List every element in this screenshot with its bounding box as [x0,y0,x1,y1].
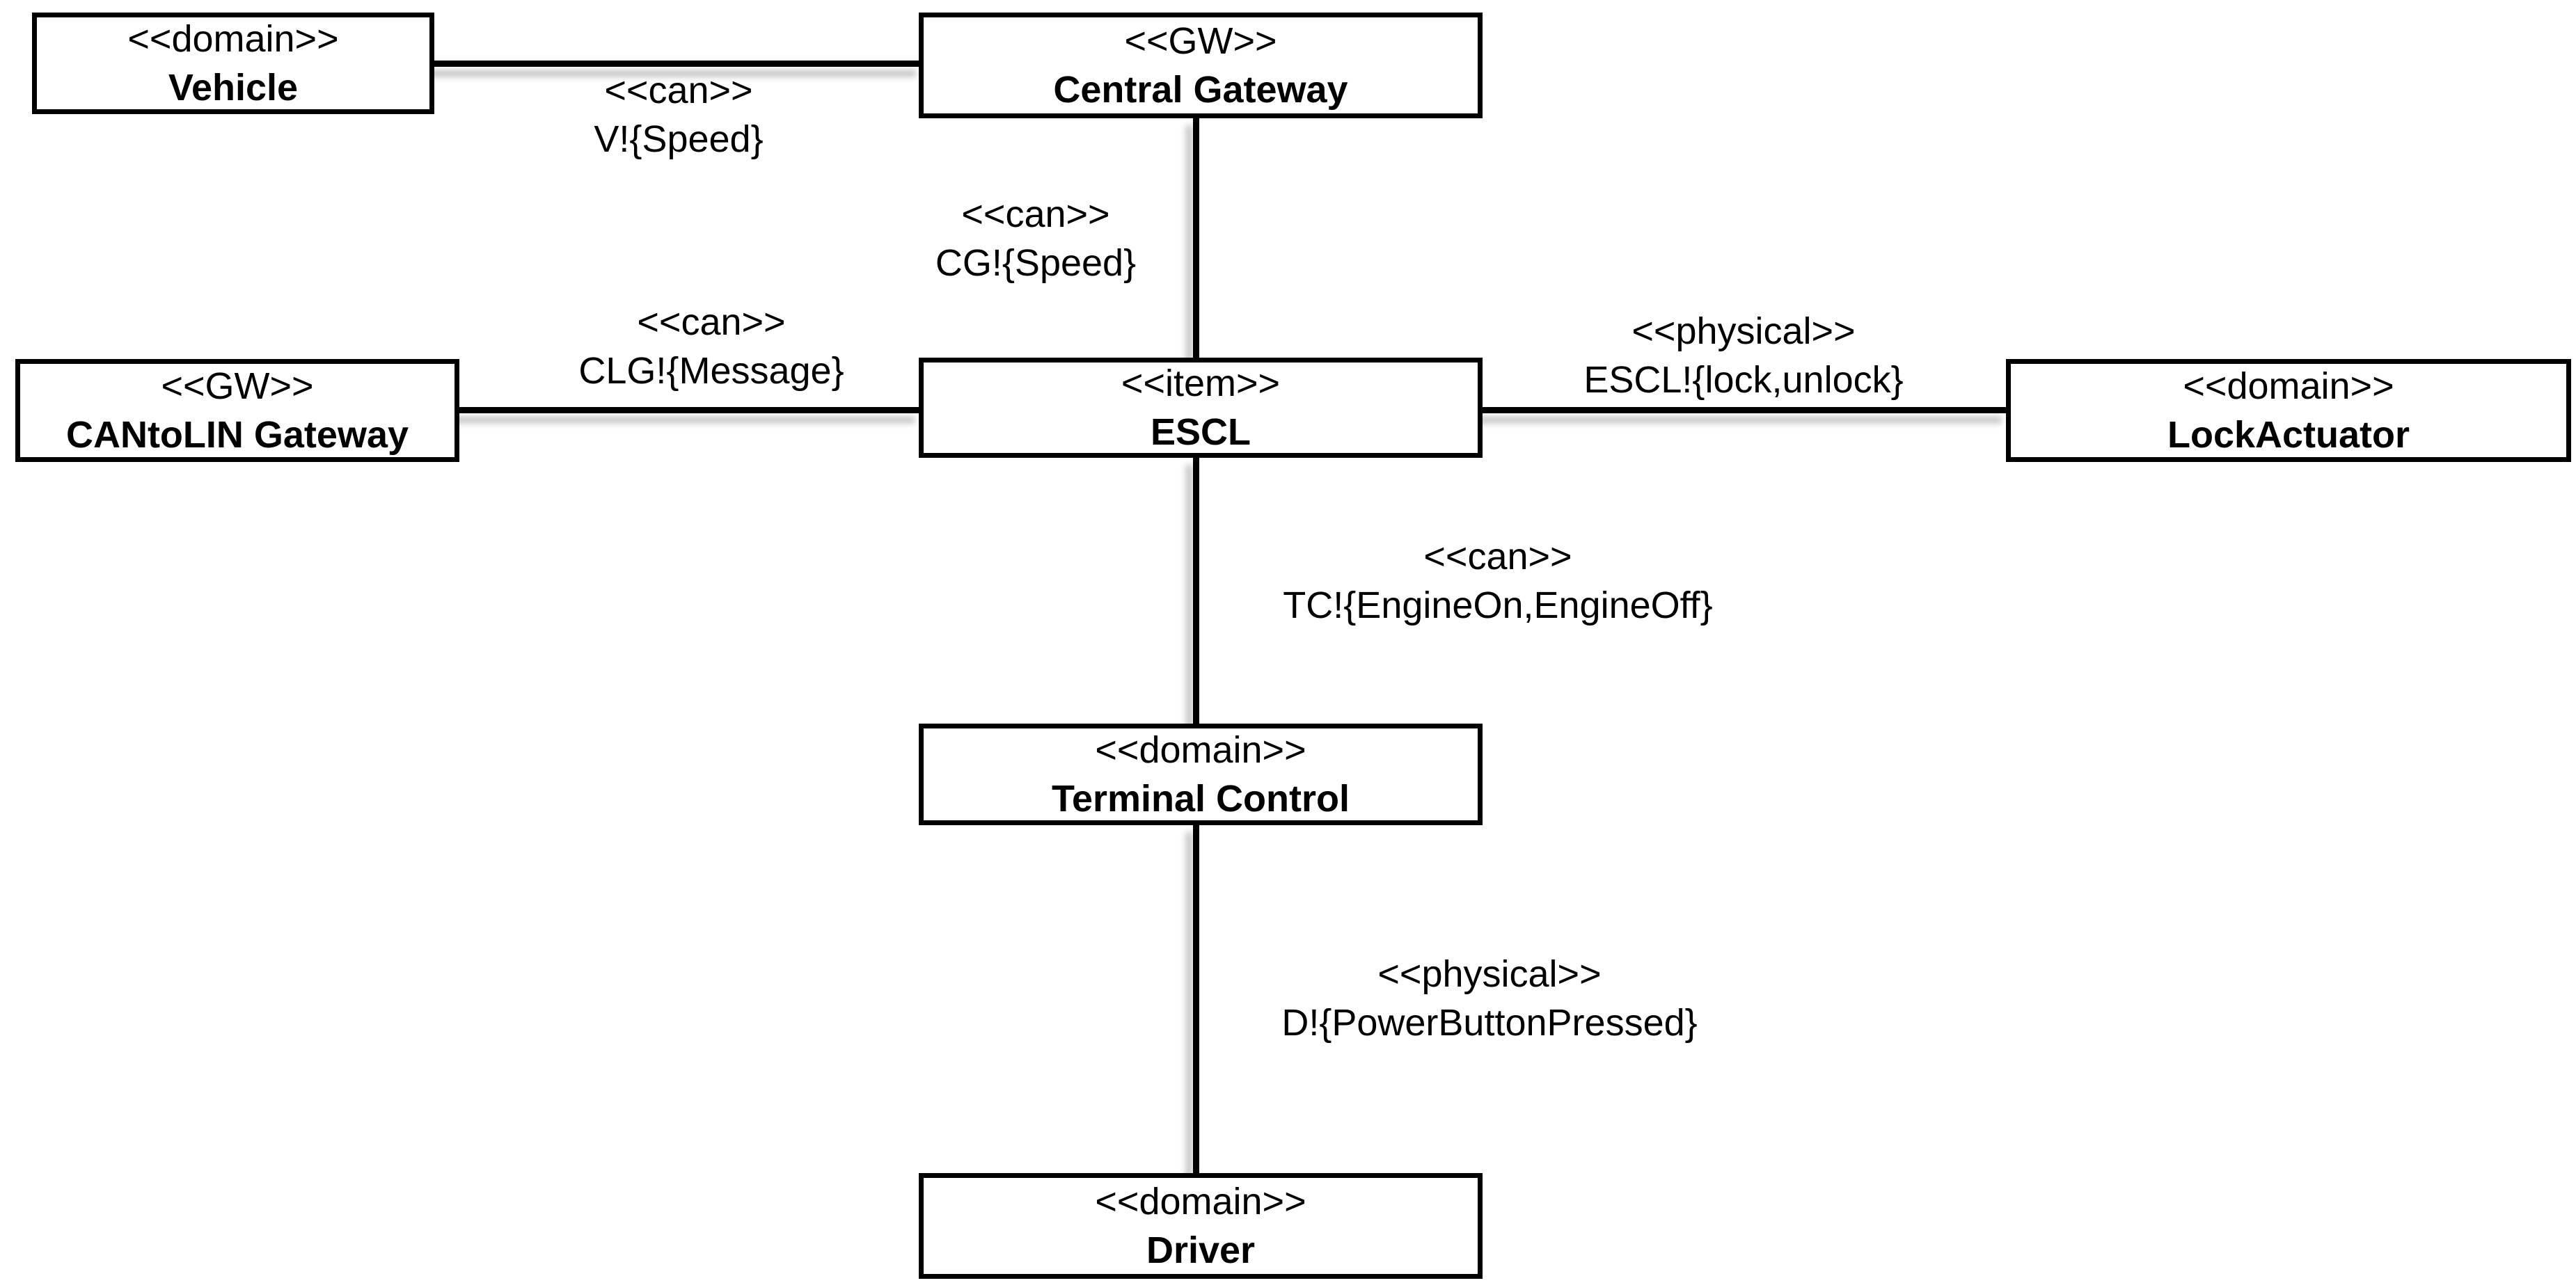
node-stereotype: <<domain>> [1095,1181,1306,1222]
node-name: LockActuator [2167,414,2410,456]
edge-message: CG!{Speed} [935,242,1137,284]
node-lock-actuator: <<domain>> LockActuator [2006,359,2571,462]
node-name: Central Gateway [1053,69,1348,111]
node-stereotype: <<domain>> [127,18,339,60]
edge-label-cantolin-gateway-escl: <<can>> CLG!{Message} [578,298,844,395]
edge-escl-terminal-control [1193,455,1199,726]
node-stereotype: <<domain>> [2183,365,2394,407]
edge-message: TC!{EngineOn,EngineOff} [1283,584,1713,626]
edge-message: D!{PowerButtonPressed} [1281,1002,1698,1044]
node-stereotype: <<GW>> [1124,20,1277,62]
node-stereotype: <<GW>> [161,365,314,407]
edge-stereotype: <<physical>> [1377,953,1602,995]
edge-cantolin-gateway-escl [457,407,922,413]
edge-label-vehicle-central-gateway: <<can>> V!{Speed} [594,66,763,164]
edge-label-escl-terminal-control: <<can>> TC!{EngineOn,EngineOff} [1283,532,1712,630]
node-name: Vehicle [168,67,299,109]
edge-vehicle-central-gateway [432,61,923,67]
edge-message: ESCL!{lock,unlock} [1583,359,1904,401]
node-vehicle: <<domain>> Vehicle [32,13,434,114]
edge-message: CLG!{Message} [578,350,844,392]
edge-label-escl-lock-actuator: <<physical>> ESCL!{lock,unlock} [1583,307,1903,404]
node-driver: <<domain>> Driver [919,1173,1483,1279]
edge-label-central-gateway-escl: <<can>> CG!{Speed} [935,190,1136,287]
edge-stereotype: <<can>> [1423,536,1572,577]
edge-stereotype: <<physical>> [1631,310,1856,352]
edge-label-terminal-control-driver: <<physical>> D!{PowerButtonPressed} [1281,950,1697,1047]
edge-stereotype: <<can>> [604,70,753,111]
edge-terminal-control-driver [1193,822,1199,1176]
node-stereotype: <<domain>> [1095,729,1306,771]
node-name: CANtoLIN Gateway [65,414,409,456]
node-cantolin-gateway: <<GW>> CANtoLIN Gateway [15,359,459,462]
edge-escl-lock-actuator [1476,407,2009,413]
node-terminal-control: <<domain>> Terminal Control [919,724,1483,825]
node-central-gateway: <<GW>> Central Gateway [919,13,1483,118]
edge-central-gateway-escl [1193,115,1199,360]
edge-stereotype: <<can>> [961,193,1110,235]
node-stereotype: <<item>> [1121,362,1281,404]
node-name: ESCL [1150,411,1251,453]
node-escl: <<item>> ESCL [919,358,1483,458]
node-name: Terminal Control [1051,778,1350,820]
edge-message: V!{Speed} [594,118,764,160]
node-name: Driver [1146,1229,1256,1271]
edge-stereotype: <<can>> [637,301,786,343]
